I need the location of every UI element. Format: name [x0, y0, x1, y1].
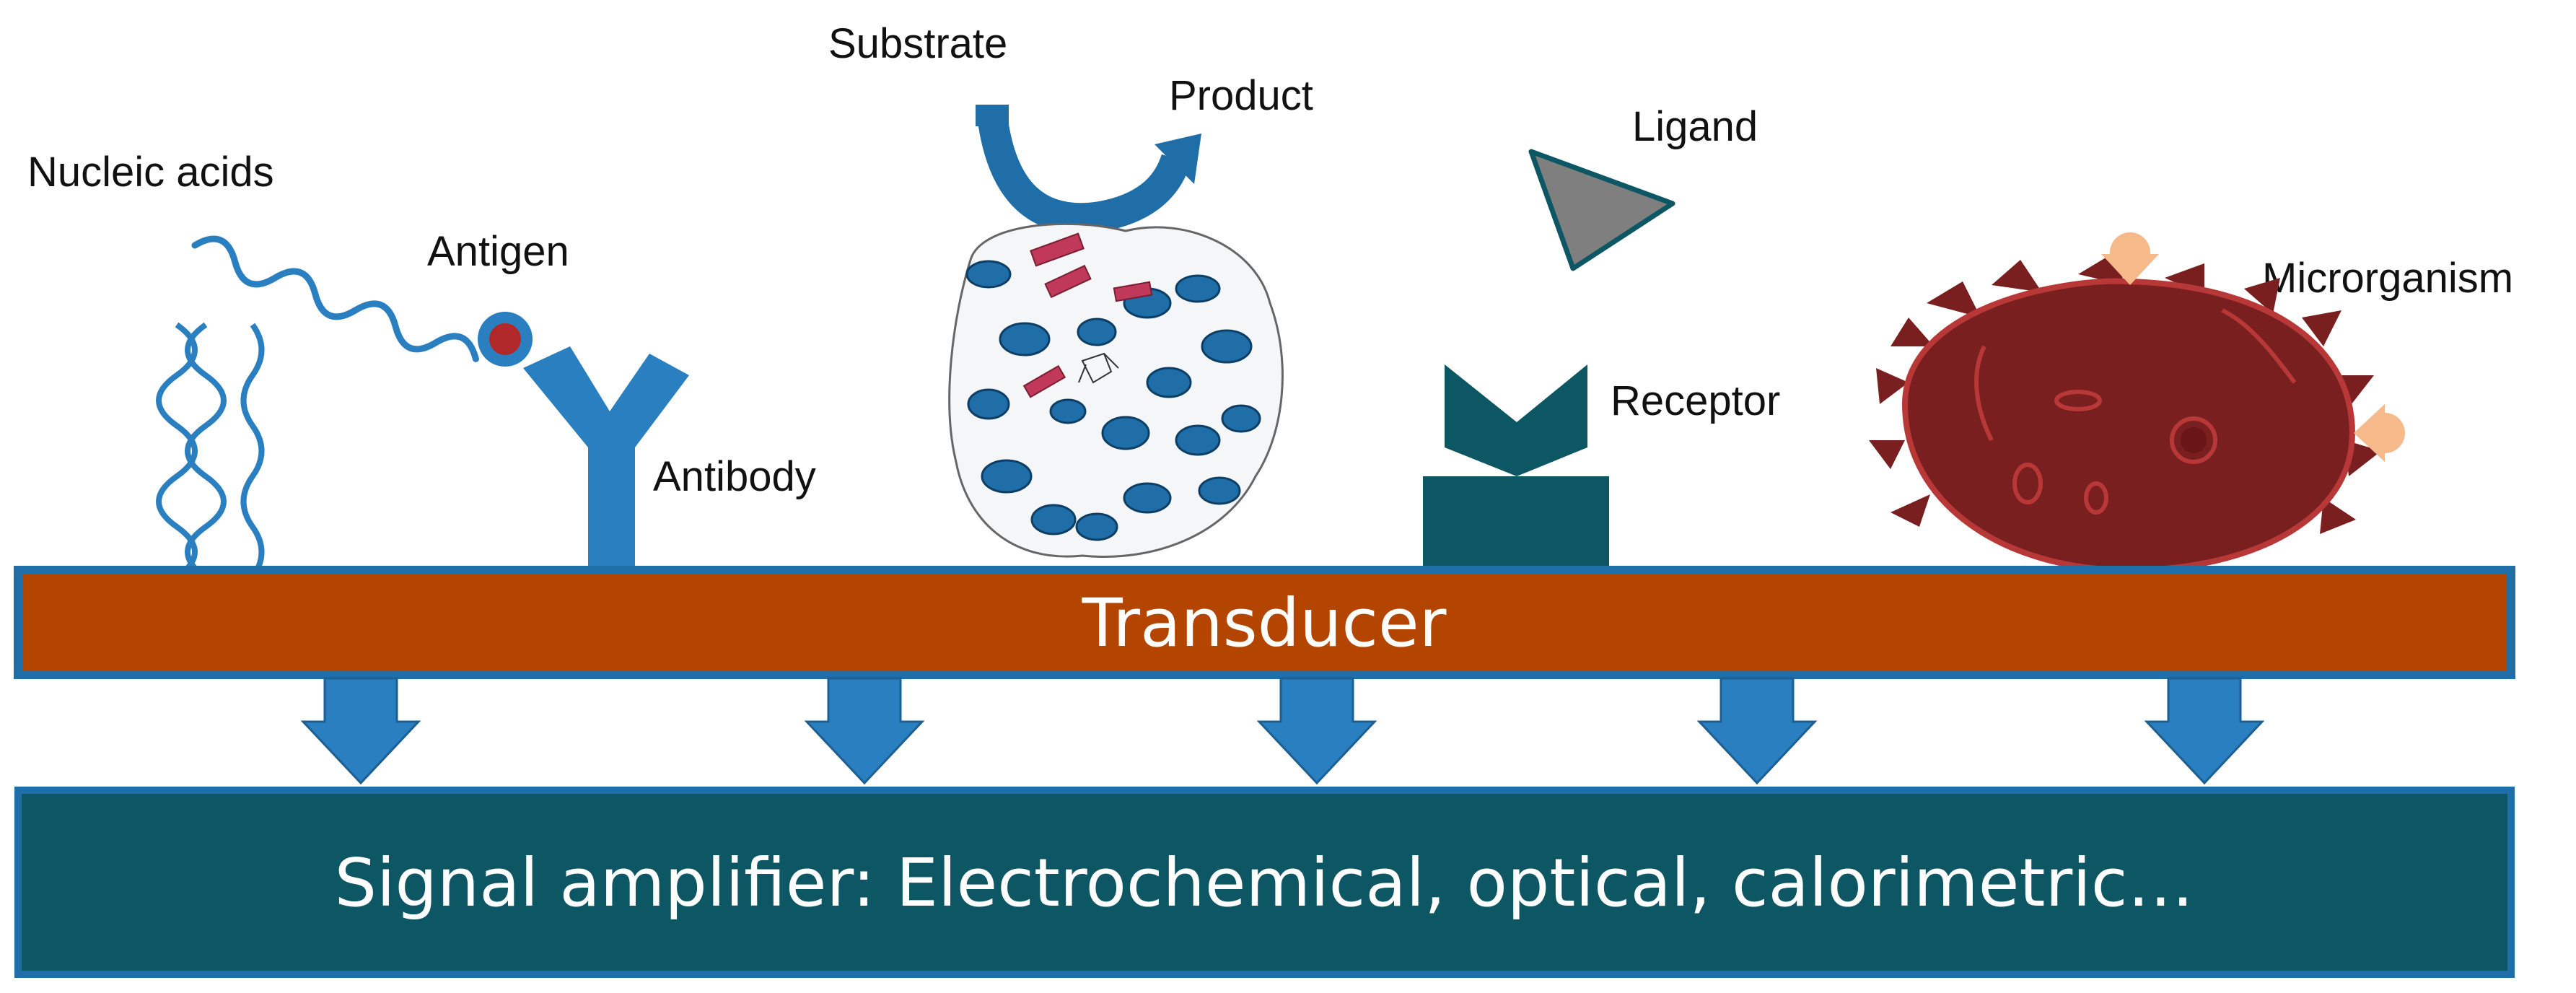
- enzyme-protein-icon: [948, 222, 1284, 558]
- substrate-label: Substrate: [828, 20, 1007, 67]
- signal-arrow-1: [300, 677, 421, 785]
- amplifier-bar: [14, 787, 2515, 978]
- transducer-bar: [14, 566, 2515, 679]
- amplifier-label: Signal amplifier: Electrochemical, optic…: [335, 844, 2194, 922]
- antigen-icon: [478, 312, 533, 367]
- receptor-icon: [1423, 364, 1609, 570]
- receptor-label: Receptor: [1611, 377, 1780, 424]
- signal-arrow-4: [1696, 677, 1818, 785]
- antibody-label: Antibody: [653, 453, 816, 500]
- nucleic-acids-label: Nucleic acids: [27, 149, 274, 196]
- transducer-label: Transducer: [1082, 585, 1447, 662]
- microrganism-label: Microrganism: [2262, 255, 2513, 302]
- analyte-particle-icon: [2101, 232, 2405, 462]
- antibody-icon: [523, 346, 689, 570]
- antigen-label: Antigen: [427, 228, 569, 275]
- signal-arrow-2: [804, 677, 925, 785]
- reaction-arrow-icon: [976, 105, 1201, 234]
- signal-arrow-5: [2144, 677, 2265, 785]
- ligand-label: Ligand: [1632, 103, 1758, 150]
- product-label: Product: [1169, 72, 1313, 119]
- microorganism-icon: [1869, 253, 2381, 574]
- signal-arrows: [300, 677, 2265, 785]
- signal-arrow-3: [1256, 677, 1377, 785]
- ligand-icon: [1528, 149, 1675, 271]
